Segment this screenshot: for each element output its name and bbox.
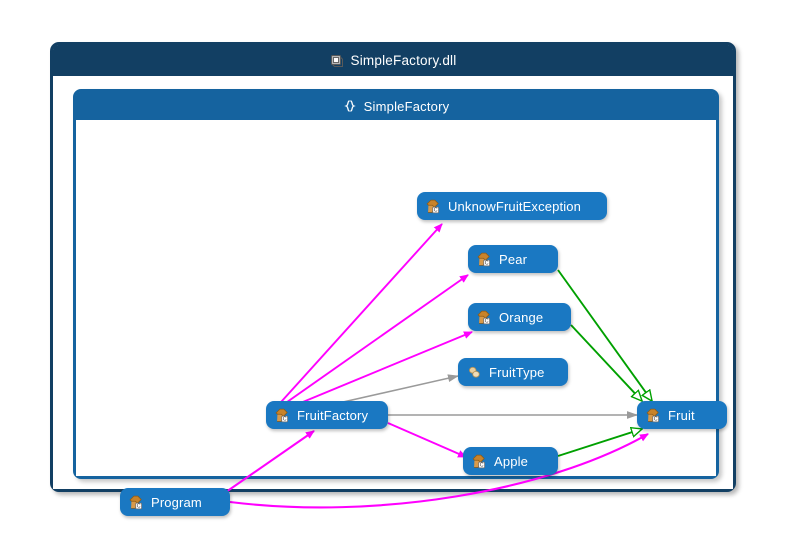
class-diagram-graph: C UnknowFruitException C (76, 120, 727, 516)
namespace-container: SimpleFactory (73, 89, 727, 516)
assembly-header: SimpleFactory.dll (53, 45, 733, 76)
class-icon: C (129, 495, 144, 510)
svg-text:C: C (137, 503, 141, 509)
enum-icon (467, 365, 482, 380)
node-pear[interactable]: C Pear (468, 245, 558, 273)
svg-text:C: C (654, 416, 658, 422)
class-icon: C (646, 408, 661, 423)
svg-text:C: C (485, 318, 489, 324)
class-icon: C (477, 252, 492, 267)
assembly-body: SimpleFactory (53, 76, 733, 516)
node-label: Fruit (668, 407, 695, 423)
node-fruitfactory[interactable]: C FruitFactory (266, 401, 388, 429)
assembly-container: SimpleFactory.dll SimpleFactory (50, 42, 736, 516)
svg-text:C: C (434, 207, 438, 213)
edge-fruitfactory-to-unknowfruitexception (271, 223, 443, 413)
node-unknowfruitexception[interactable]: C UnknowFruitException (417, 192, 607, 220)
namespace-title: SimpleFactory (363, 98, 450, 114)
node-fruit[interactable]: C Fruit (637, 401, 727, 429)
node-label: FruitFactory (297, 407, 369, 423)
node-label: Program (151, 494, 202, 510)
node-orange[interactable]: C Orange (468, 303, 571, 331)
namespace-header: SimpleFactory (76, 92, 716, 120)
node-label: Apple (494, 453, 528, 469)
class-icon: C (477, 310, 492, 325)
node-label: UnknowFruitException (448, 198, 582, 214)
assembly-icon (330, 54, 344, 68)
edge-program-to-fruit (229, 433, 649, 509)
edge-apple-to-fruit (557, 429, 642, 457)
diagram-edges (225, 223, 722, 509)
svg-text:C: C (480, 462, 484, 468)
namespace-body: C UnknowFruitException C (76, 120, 727, 516)
node-apple[interactable]: C Apple (463, 447, 558, 475)
class-icon: C (275, 408, 290, 423)
namespace-braces-icon (343, 99, 357, 113)
edge-fruitfactory-to-apple (387, 422, 467, 458)
svg-text:C: C (485, 260, 489, 266)
edge-orange-to-fruit (570, 324, 642, 401)
edge-pear-to-fruit (557, 269, 652, 401)
class-icon: C (472, 454, 487, 469)
class-icon: C (426, 199, 441, 214)
edge-program-to-fruitfactory (225, 430, 315, 493)
node-label: Orange (499, 309, 544, 325)
svg-text:C: C (283, 416, 287, 422)
edge-fruitfactory-to-pear (269, 274, 469, 415)
node-label: FruitType (489, 364, 545, 380)
node-program[interactable]: C Program (120, 488, 230, 516)
node-label: Pear (499, 251, 528, 267)
assembly-title: SimpleFactory.dll (350, 53, 457, 68)
node-fruittype[interactable]: FruitType (458, 358, 568, 386)
